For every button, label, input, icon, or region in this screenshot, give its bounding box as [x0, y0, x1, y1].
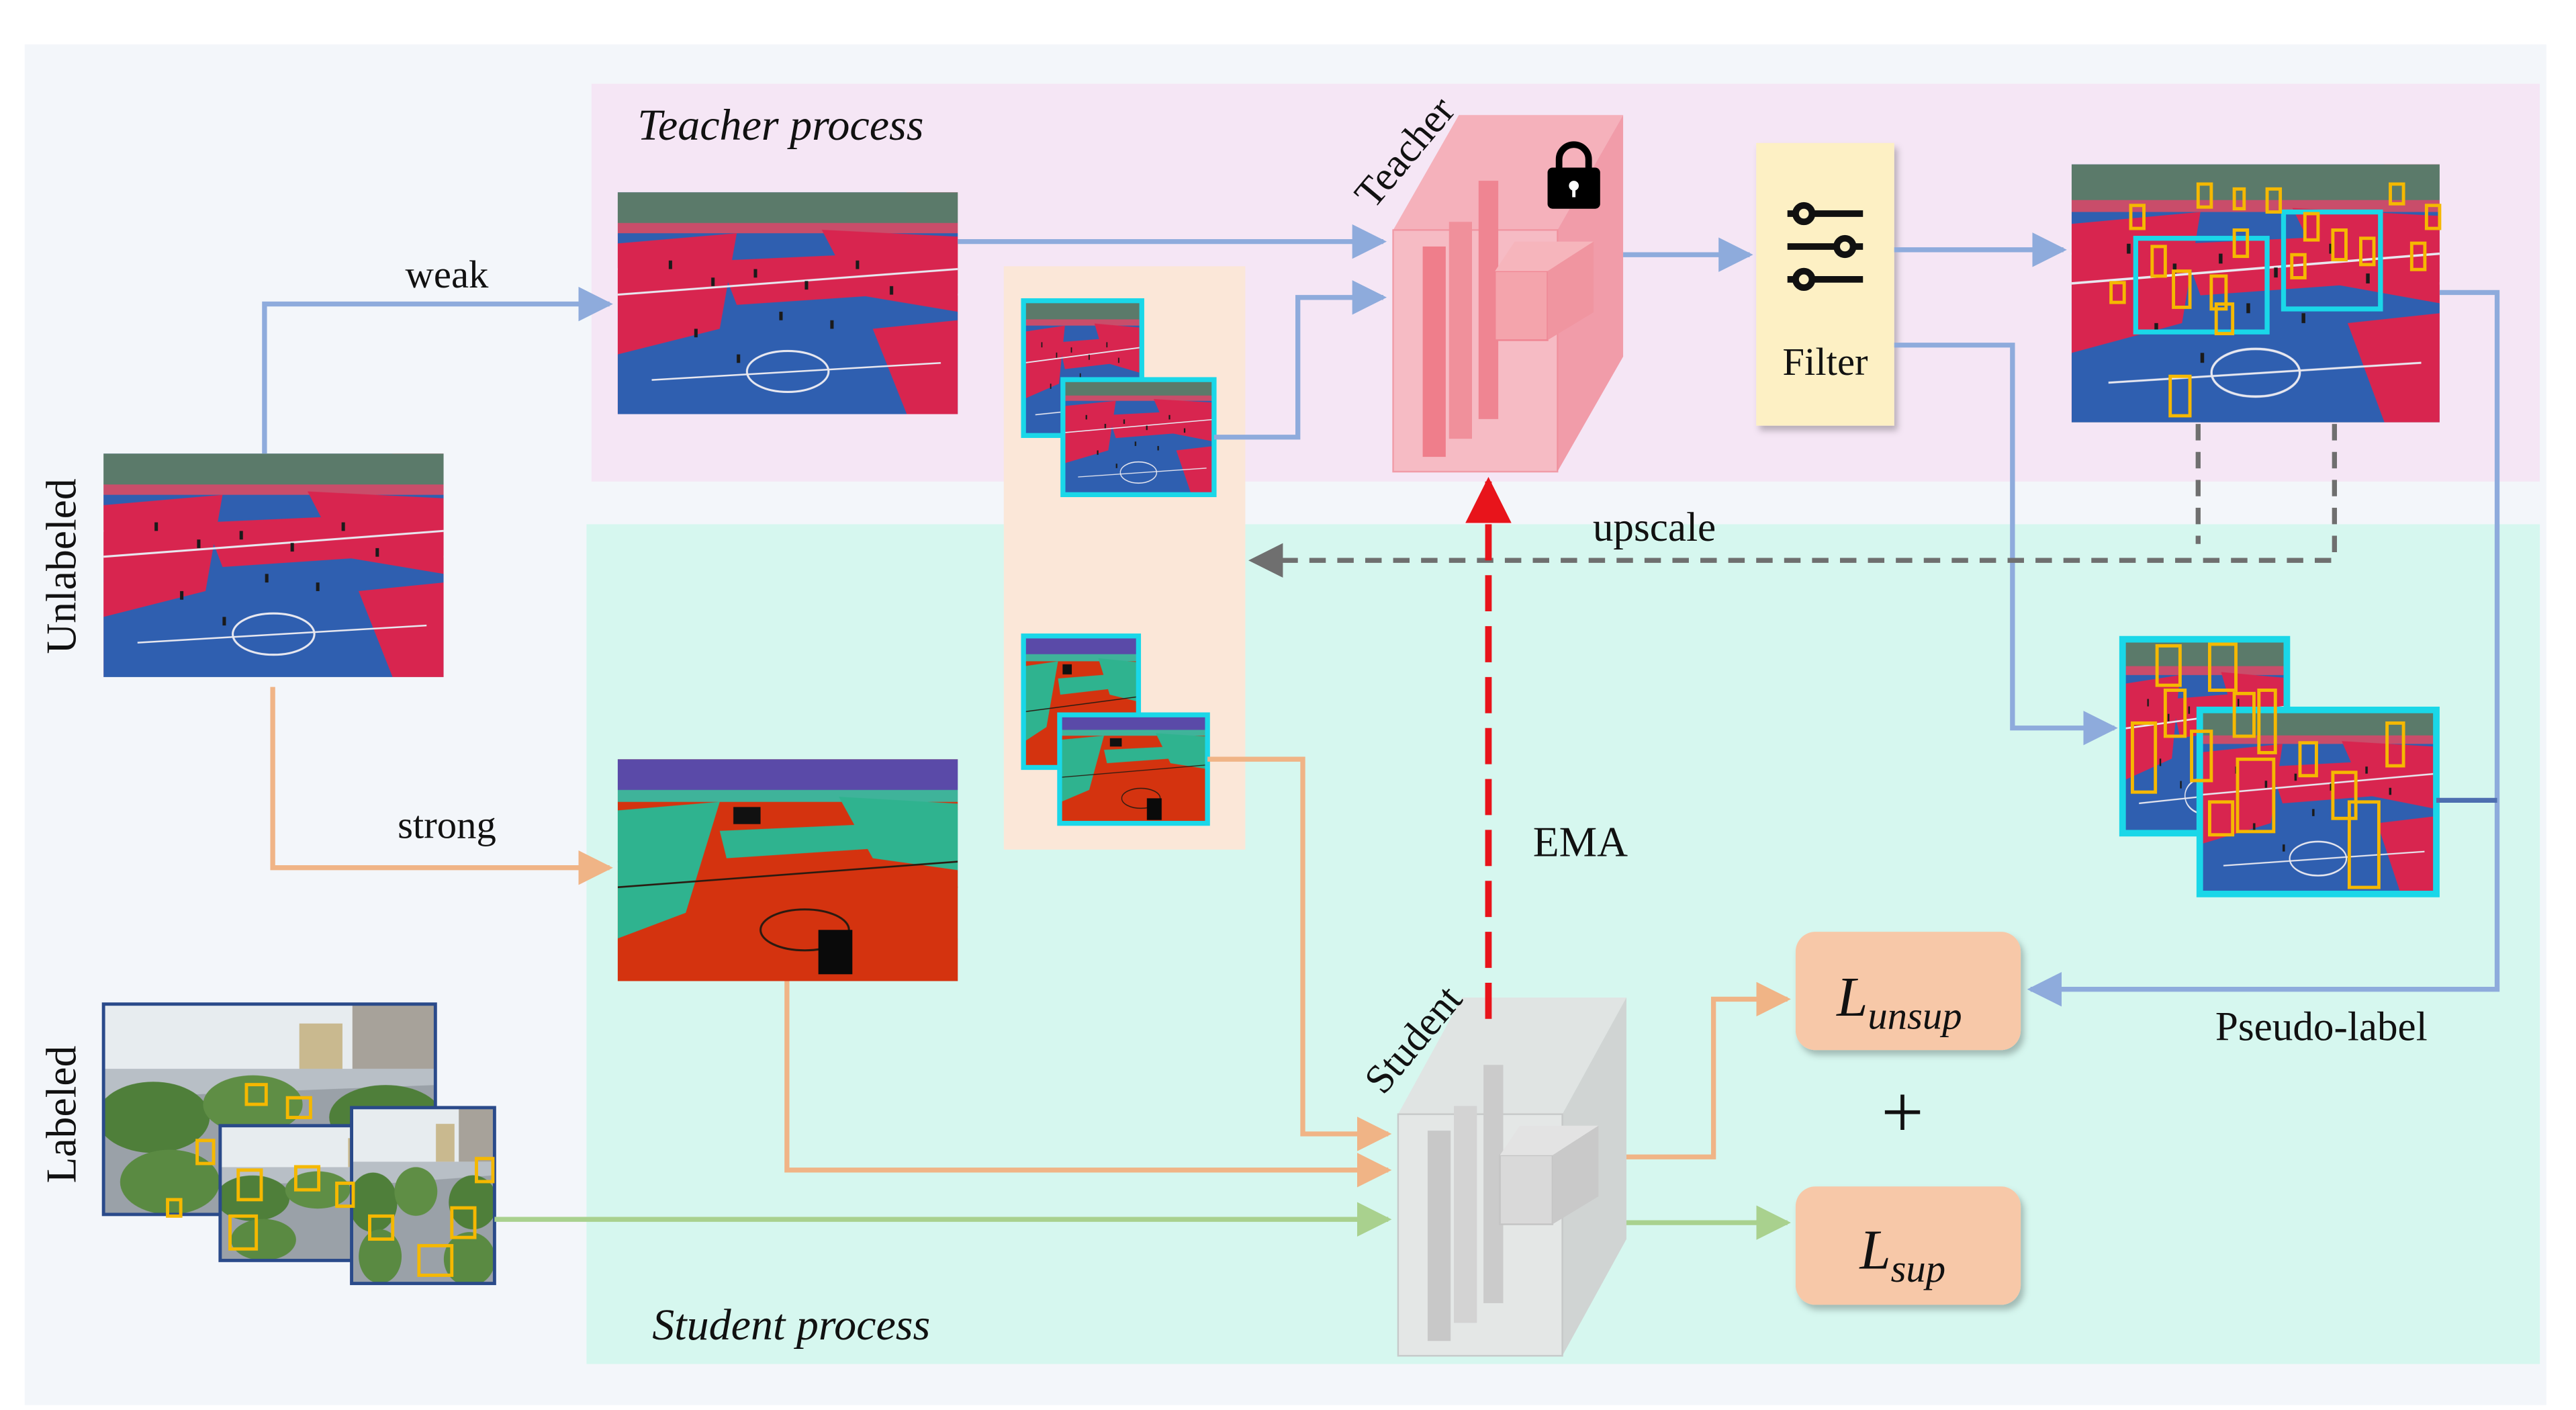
- upscale-label: upscale: [1593, 505, 1716, 550]
- teacher-process-title: Teacher process: [637, 101, 923, 150]
- supervised-loss-box: [1795, 1186, 2021, 1305]
- pseudo-labeled-image: [2071, 164, 2442, 423]
- filter-box: [1756, 142, 1894, 426]
- plus-sign: +: [1881, 1071, 1923, 1154]
- filter-sliders-icon: [1787, 202, 1864, 292]
- unlabeled-image: [103, 453, 444, 677]
- strong-arrow: [270, 687, 613, 885]
- strong-augmented-image: [617, 759, 958, 981]
- lock-icon: [1547, 141, 1600, 209]
- weak-augmented-image: [617, 192, 958, 414]
- filter-to-crops-arrow: [1894, 343, 2118, 746]
- labeled-images: [101, 1002, 496, 1286]
- strong-crop-pair: [1021, 633, 1210, 826]
- pseudo-labeled-crop-pair: [2119, 635, 2440, 897]
- ema-label: EMA: [1533, 818, 1628, 866]
- strong-label: strong: [398, 803, 496, 847]
- pseudo-label-label: Pseudo-label: [2215, 1005, 2428, 1050]
- filter-label: Filter: [1782, 340, 1868, 384]
- weak-label: weak: [406, 253, 490, 296]
- strong-to-student-arrow: [784, 981, 1392, 1188]
- labeled-label: Labeled: [38, 1045, 85, 1183]
- weak-arrow: [262, 286, 613, 454]
- weak-crop-pair: [1021, 298, 1217, 498]
- pseudo-label-arrow: [2027, 290, 2500, 1007]
- unsupervised-loss: Lunsup: [1836, 966, 1962, 1038]
- unlabeled-label: Unlabeled: [38, 478, 85, 654]
- supervised-loss: Lsup: [1859, 1219, 1945, 1291]
- student-to-unsup-arrow: [1626, 981, 1791, 1159]
- strong-crops-to-student-arrow: [1207, 756, 1392, 1151]
- student-process-title: Student process: [652, 1301, 930, 1350]
- student-model: [1397, 997, 1626, 1357]
- crops-to-teacher-arrow: [1213, 280, 1387, 440]
- unsupervised-loss-box: [1795, 932, 2021, 1051]
